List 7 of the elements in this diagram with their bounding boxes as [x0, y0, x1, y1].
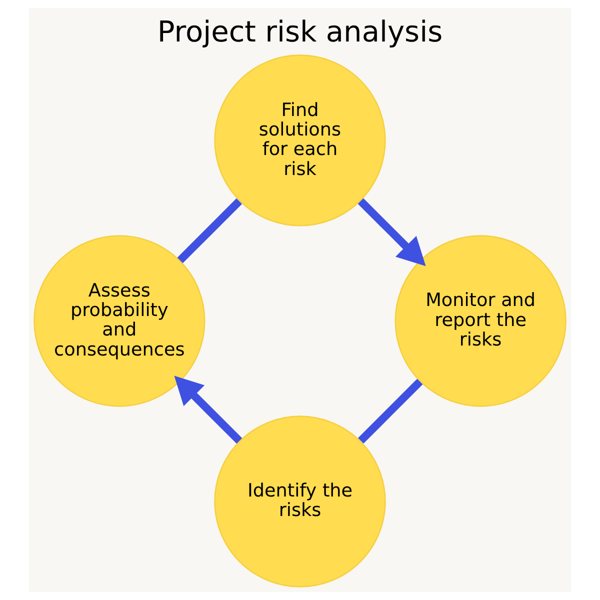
node-circle: Identify the risks — [214, 416, 386, 588]
connector — [177, 198, 242, 264]
diagram-title: Project risk analysis — [157, 14, 443, 49]
connector — [358, 378, 423, 444]
arrow — [358, 198, 426, 266]
arrow — [174, 376, 242, 444]
node-circle: Find solutions for each risk — [214, 54, 386, 226]
